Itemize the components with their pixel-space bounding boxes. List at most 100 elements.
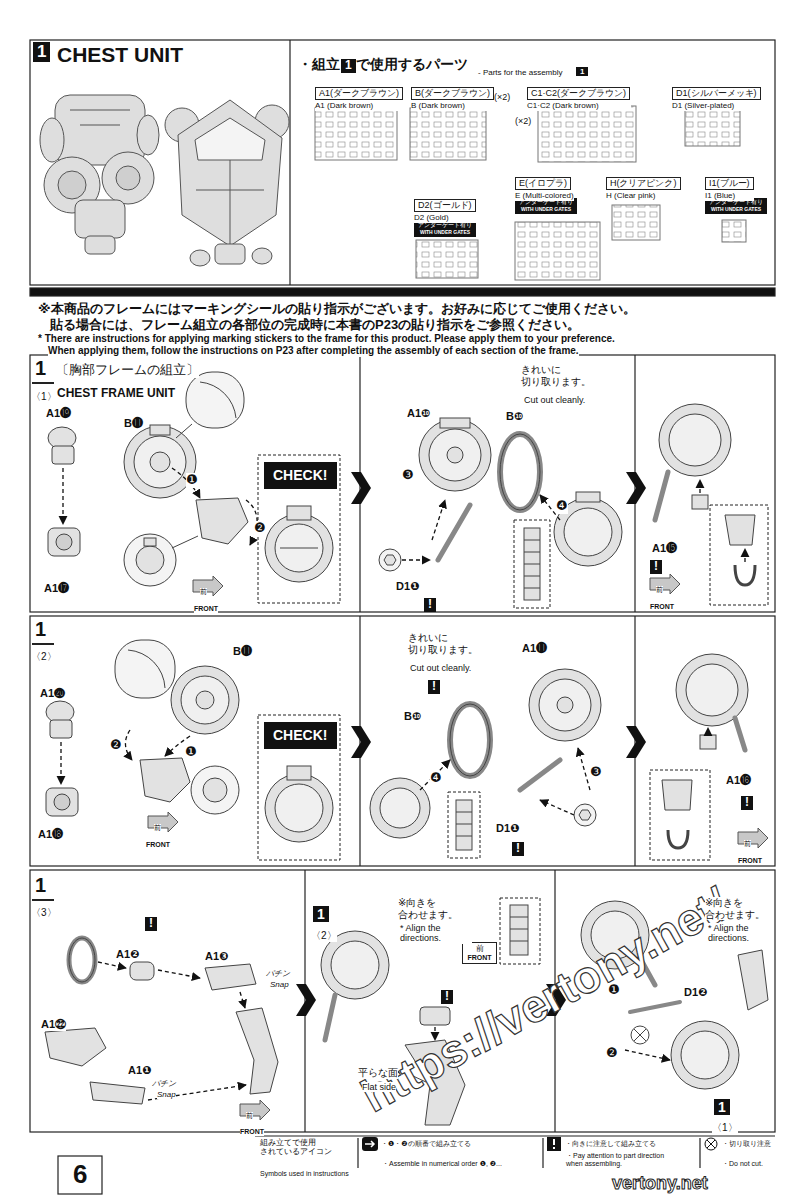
note-text: パチン	[152, 1079, 176, 1088]
callout-number: D1❷	[684, 986, 707, 999]
part-color-box: D1(シルバーメッキ)D1 (Silver-plated)	[672, 82, 761, 111]
chest-render	[58, 171, 86, 199]
legend-icon	[547, 1137, 561, 1151]
front-mark-text: FRONT	[240, 1128, 264, 1136]
callout-number: B❿	[404, 710, 421, 723]
legend-note: ・Pay attention to part direction when as…	[566, 1152, 678, 1168]
part-drawing	[574, 804, 596, 826]
part-drawing	[669, 414, 721, 466]
label-holder: 〔胸部フレームの組立〕	[56, 360, 199, 378]
part-drawing	[576, 492, 600, 502]
label-holder: vertony.net	[612, 1173, 708, 1194]
part-drawing	[205, 964, 256, 990]
step-number: 1	[35, 357, 46, 380]
label-holder: ・Assemble in numerical order ❶, ❷...	[382, 1152, 502, 1170]
part-drawing	[735, 565, 755, 585]
note-text: * There are instructions for applying ma…	[38, 333, 615, 345]
part-drawing	[380, 788, 420, 828]
part-drawing	[686, 664, 738, 716]
note-text: Snap	[270, 980, 289, 989]
front-mark-text: 前	[154, 824, 161, 832]
node-subtext: WITH UNDER GATES	[519, 206, 573, 212]
label-holder: ※向きを 合わせます。	[705, 897, 773, 922]
panel-frame	[30, 355, 775, 612]
legend-icon	[362, 1137, 378, 1151]
part-drawing	[134, 436, 186, 488]
label-holder: 1	[576, 60, 588, 78]
label-holder: ・組立	[298, 55, 340, 73]
part-drawing	[150, 425, 170, 435]
step-number: 〈1〉	[31, 391, 57, 403]
detail-box	[448, 792, 480, 858]
label-holder: FRONT	[650, 595, 674, 613]
part-drawing	[440, 418, 470, 428]
part-drawing	[56, 534, 72, 550]
note-text: きれいに 切り取ります。	[408, 632, 484, 655]
label-holder: ❶	[185, 742, 197, 760]
callout-number: D1❶	[496, 822, 519, 835]
label-holder: 〈2〉	[31, 646, 57, 664]
parts-runner	[410, 108, 486, 160]
node-subtext: H (Clear pink)	[606, 191, 681, 201]
label-holder: ※本商品のフレームにはマーキングシールの貼り指示がございます。お好みに応じてご使…	[38, 299, 636, 317]
label-holder: 1	[35, 357, 46, 380]
front-mark-text: FRONT	[650, 603, 674, 611]
assembly-arrow	[540, 800, 574, 815]
part-drawing	[510, 905, 528, 955]
callout-number: A1⓳	[46, 407, 71, 420]
step-number: 〈3〉	[31, 907, 57, 919]
parts-runner	[315, 106, 746, 280]
legend-icon	[546, 1137, 562, 1151]
legend-icon	[703, 1137, 719, 1151]
part-color-box: H(クリアピンク)H (Clear pink)	[606, 172, 681, 201]
part-drawing	[136, 546, 164, 574]
node-subtext: WITH UNDER GATES	[709, 206, 763, 212]
callout-number: A1⓲	[38, 828, 63, 841]
label-holder: 1	[35, 874, 46, 897]
label-holder: A1⓱	[44, 578, 69, 596]
chest-render	[116, 166, 140, 190]
label-holder: ❸	[402, 465, 414, 483]
detail-box	[258, 455, 340, 603]
legend-note: ・Assemble in numerical order ❶, ❷...	[382, 1160, 502, 1168]
part-drawing	[200, 382, 236, 418]
label-holder: ❹	[430, 768, 442, 786]
part-drawing	[700, 735, 716, 749]
label-holder: B❿	[506, 406, 523, 424]
legend-text: ・❶・❷の順番で組み立てる	[381, 1140, 471, 1148]
step-number: 1	[35, 618, 46, 641]
part-drawing	[655, 472, 668, 520]
part-drawing	[370, 778, 430, 838]
assembly-arrow	[707, 728, 708, 733]
front-mark-text: 前	[200, 588, 207, 596]
chest-render	[40, 95, 289, 266]
order-number: ❷	[110, 738, 122, 753]
label-holder: ※向きを 合わせます。	[398, 897, 468, 922]
node-text: アンダーゲート有り	[519, 199, 573, 206]
step-number: 〈2〉	[31, 651, 57, 663]
label-holder: A1❿	[407, 403, 430, 421]
part-drawing	[115, 640, 175, 698]
note-text: Cut out cleanly.	[524, 395, 585, 405]
part-drawing	[450, 704, 490, 776]
step-number: 1	[313, 906, 329, 922]
callout-number: A1❸	[205, 950, 228, 963]
front-mark	[738, 828, 768, 848]
label-holder: - Parts for the assembly	[478, 61, 562, 79]
step-number: 〈2〉	[311, 930, 337, 942]
part-color-box: D2(ゴールド)D2 (Gold)	[414, 194, 476, 223]
label-holder: (×2)	[515, 110, 531, 128]
node-subtext: D2 (Gold)	[414, 213, 476, 223]
part-drawing	[124, 534, 176, 586]
node-text: D1(シルバーメッキ)	[672, 87, 761, 100]
node-text: E(イロプラ)	[515, 177, 571, 190]
part-drawing	[52, 446, 74, 464]
parts-runner	[722, 220, 746, 242]
label-holder: B❿	[404, 706, 421, 724]
label-holder: !	[424, 594, 436, 612]
panel-frame	[357, 1138, 358, 1168]
label-holder: ❹	[556, 496, 568, 514]
label-holder: 〈2〉	[311, 925, 337, 943]
front-mark	[240, 1100, 270, 1120]
